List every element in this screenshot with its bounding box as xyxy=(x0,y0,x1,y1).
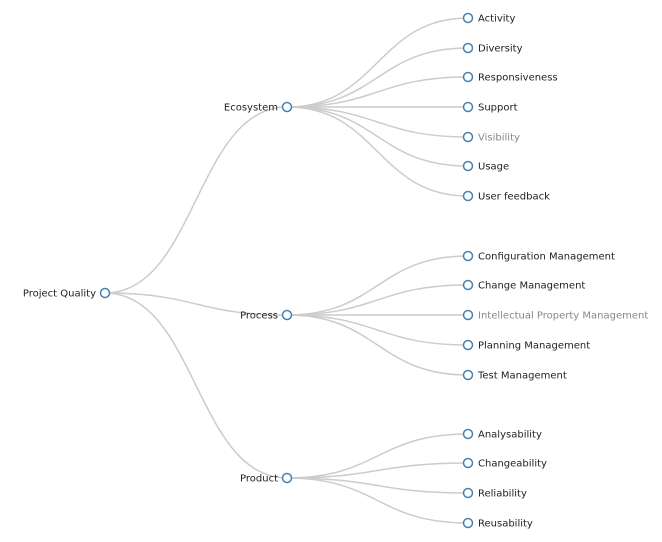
node-circle[interactable] xyxy=(462,487,474,499)
node-circle[interactable] xyxy=(462,369,474,381)
link-root-ecosystem xyxy=(104,106,288,294)
node-process[interactable]: Process xyxy=(240,309,293,322)
link-ecosystem-usage xyxy=(286,106,469,167)
node-label: User feedback xyxy=(478,192,550,203)
node-circle[interactable] xyxy=(462,517,474,529)
node-label: Support xyxy=(478,103,518,114)
node-responsiveness[interactable]: Responsiveness xyxy=(462,71,558,84)
node-label: Configuration Management xyxy=(478,252,615,263)
node-circle[interactable] xyxy=(462,190,474,202)
node-circle[interactable] xyxy=(462,250,474,262)
node-label: Analysability xyxy=(478,430,542,441)
node-support[interactable]: Support xyxy=(462,101,518,114)
node-circle[interactable] xyxy=(462,428,474,440)
node-label: Changeability xyxy=(478,459,547,470)
node-product[interactable]: Product xyxy=(240,472,293,485)
node-changeability[interactable]: Changeability xyxy=(462,457,548,470)
link-ecosystem-diversity xyxy=(286,47,469,108)
link-process-test-management xyxy=(286,314,469,376)
node-circle[interactable] xyxy=(462,309,474,321)
node-reliability[interactable]: Reliability xyxy=(462,487,527,500)
node-label: Test Management xyxy=(477,371,567,382)
node-label: Project Quality xyxy=(23,289,96,300)
node-label: Intellectual Property Management xyxy=(478,311,648,322)
link-process-configuration-management xyxy=(286,255,469,316)
node-circle[interactable] xyxy=(462,160,474,172)
node-label: Product xyxy=(240,474,278,485)
node-analysability[interactable]: Analysability xyxy=(462,428,542,441)
node-circle[interactable] xyxy=(462,71,474,83)
node-project-quality[interactable]: Project Quality xyxy=(23,287,111,300)
node-circle[interactable] xyxy=(281,309,293,321)
link-ecosystem-activity xyxy=(286,17,469,108)
node-circle[interactable] xyxy=(462,101,474,113)
link-root-process xyxy=(104,292,288,316)
node-circle[interactable] xyxy=(281,472,293,484)
node-label: Responsiveness xyxy=(478,73,558,84)
node-intellectual-property-management[interactable]: Intellectual Property Management xyxy=(462,309,649,322)
node-label: Ecosystem xyxy=(224,103,278,114)
node-activity[interactable]: Activity xyxy=(462,12,516,25)
node-circle[interactable] xyxy=(462,339,474,351)
link-ecosystem-responsiveness xyxy=(286,76,469,108)
node-label: Activity xyxy=(478,14,515,25)
tree-links xyxy=(104,17,469,524)
node-circle[interactable] xyxy=(99,287,111,299)
node-label: Visibility xyxy=(478,133,520,144)
node-test-management[interactable]: Test Management xyxy=(462,369,567,382)
node-label: Diversity xyxy=(478,44,523,55)
link-product-analysability xyxy=(286,433,469,479)
node-circle[interactable] xyxy=(462,131,474,143)
link-process-change-management xyxy=(286,284,469,316)
link-ecosystem-user-feedback xyxy=(286,106,469,197)
link-product-changeability xyxy=(286,462,469,479)
node-circle[interactable] xyxy=(462,42,474,54)
node-circle[interactable] xyxy=(462,279,474,291)
node-circle[interactable] xyxy=(281,101,293,113)
node-diversity[interactable]: Diversity xyxy=(462,42,523,55)
link-ecosystem-visibility xyxy=(286,106,469,138)
link-root-product xyxy=(104,292,288,479)
node-label: Change Management xyxy=(478,281,585,292)
node-label: Process xyxy=(240,311,278,322)
node-planning-management[interactable]: Planning Management xyxy=(462,339,591,352)
node-usage[interactable]: Usage xyxy=(462,160,510,173)
link-product-reliability xyxy=(286,477,469,494)
node-label: Reliability xyxy=(478,489,527,500)
node-user-feedback[interactable]: User feedback xyxy=(462,190,551,203)
node-change-management[interactable]: Change Management xyxy=(462,279,586,292)
node-circle[interactable] xyxy=(462,457,474,469)
node-reusability[interactable]: Reusability xyxy=(462,517,533,530)
node-label: Reusability xyxy=(478,519,533,530)
node-configuration-management[interactable]: Configuration Management xyxy=(462,250,615,263)
node-label: Planning Management xyxy=(478,341,590,352)
link-process-planning-management xyxy=(286,314,469,346)
node-ecosystem[interactable]: Ecosystem xyxy=(224,101,293,114)
node-visibility[interactable]: Visibility xyxy=(462,131,520,144)
node-label: Usage xyxy=(478,162,509,173)
tree-nodes: Project Quality Ecosystem ActivityDiversit… xyxy=(23,12,649,530)
link-product-reusability xyxy=(286,477,469,524)
node-circle[interactable] xyxy=(462,12,474,24)
